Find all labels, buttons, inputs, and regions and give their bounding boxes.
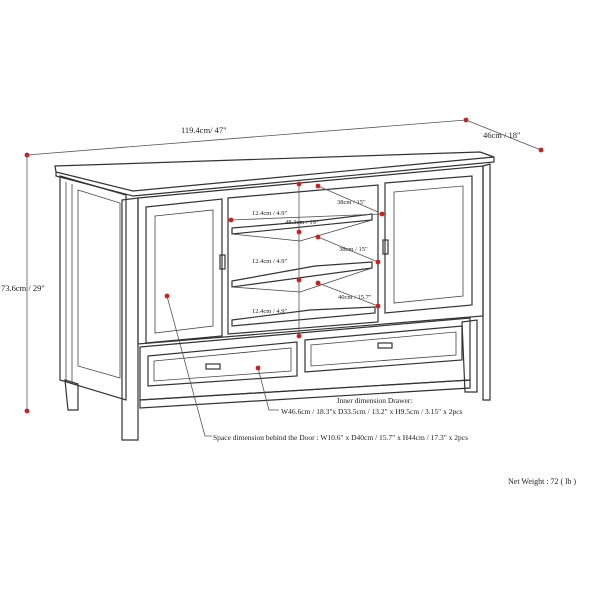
right-front-leg [461, 319, 478, 393]
left-drawer-handle [205, 363, 221, 370]
drawer-detail: W46.6cm / 18.3"x D33.5cm / 13.2" x H9.5c… [281, 407, 463, 416]
shelf-gap-top-label: 12.4cm / 4.9" [252, 210, 287, 217]
tv-stand-drawing [54, 151, 495, 441]
door-space-label: Space dimension behind the Door : W10.6"… [213, 433, 468, 442]
right-door-handle [382, 239, 389, 255]
width-label: 119.4cm/ 47" [181, 125, 227, 135]
top-surface [54, 151, 495, 192]
dimension-lines [24, 117, 544, 437]
dimension-labels: 119.4cm/ 47" 46cm / 18" 73.6cm / 29" 12.… [1, 125, 576, 486]
right-door [382, 175, 473, 314]
shelf-depth-middle-label: 38cm / 15" [339, 246, 368, 253]
left-back-leg [64, 379, 79, 411]
shelf-middle [231, 261, 373, 288]
shelf-bottom [231, 306, 376, 327]
right-drawer-handle [377, 342, 393, 349]
shelf-width-label: 48.3cm / 19" [285, 219, 319, 226]
net-weight-label: Net Weight : 72 ( lb ) [508, 477, 576, 486]
open-shelving [227, 184, 379, 335]
top-front-edge [55, 157, 495, 197]
shelf-depth-bottom-label: 40cm / 15.7" [338, 294, 372, 301]
left-door [145, 198, 226, 344]
depth-label: 46cm / 18" [483, 130, 520, 140]
front-frame [137, 165, 484, 345]
drawer-title: Inner dimension Drawer: [337, 396, 412, 405]
height-label: 73.6cm / 29" [1, 283, 45, 293]
left-front-leg [121, 197, 139, 441]
shelf-gap-bottom-label: 12.4cm / 4.9" [252, 308, 287, 315]
left-door-handle [219, 254, 226, 270]
right-drawer [304, 325, 463, 373]
left-drawer [147, 341, 298, 387]
left-side-panel [59, 175, 127, 401]
right-side-panel [482, 163, 491, 401]
shelf-gap-middle-label: 12.4cm / 4.9" [252, 258, 287, 265]
bottom-apron [139, 379, 471, 409]
shelf-top [231, 213, 373, 235]
shelf-depth-top-label: 38cm / 15" [337, 199, 366, 206]
